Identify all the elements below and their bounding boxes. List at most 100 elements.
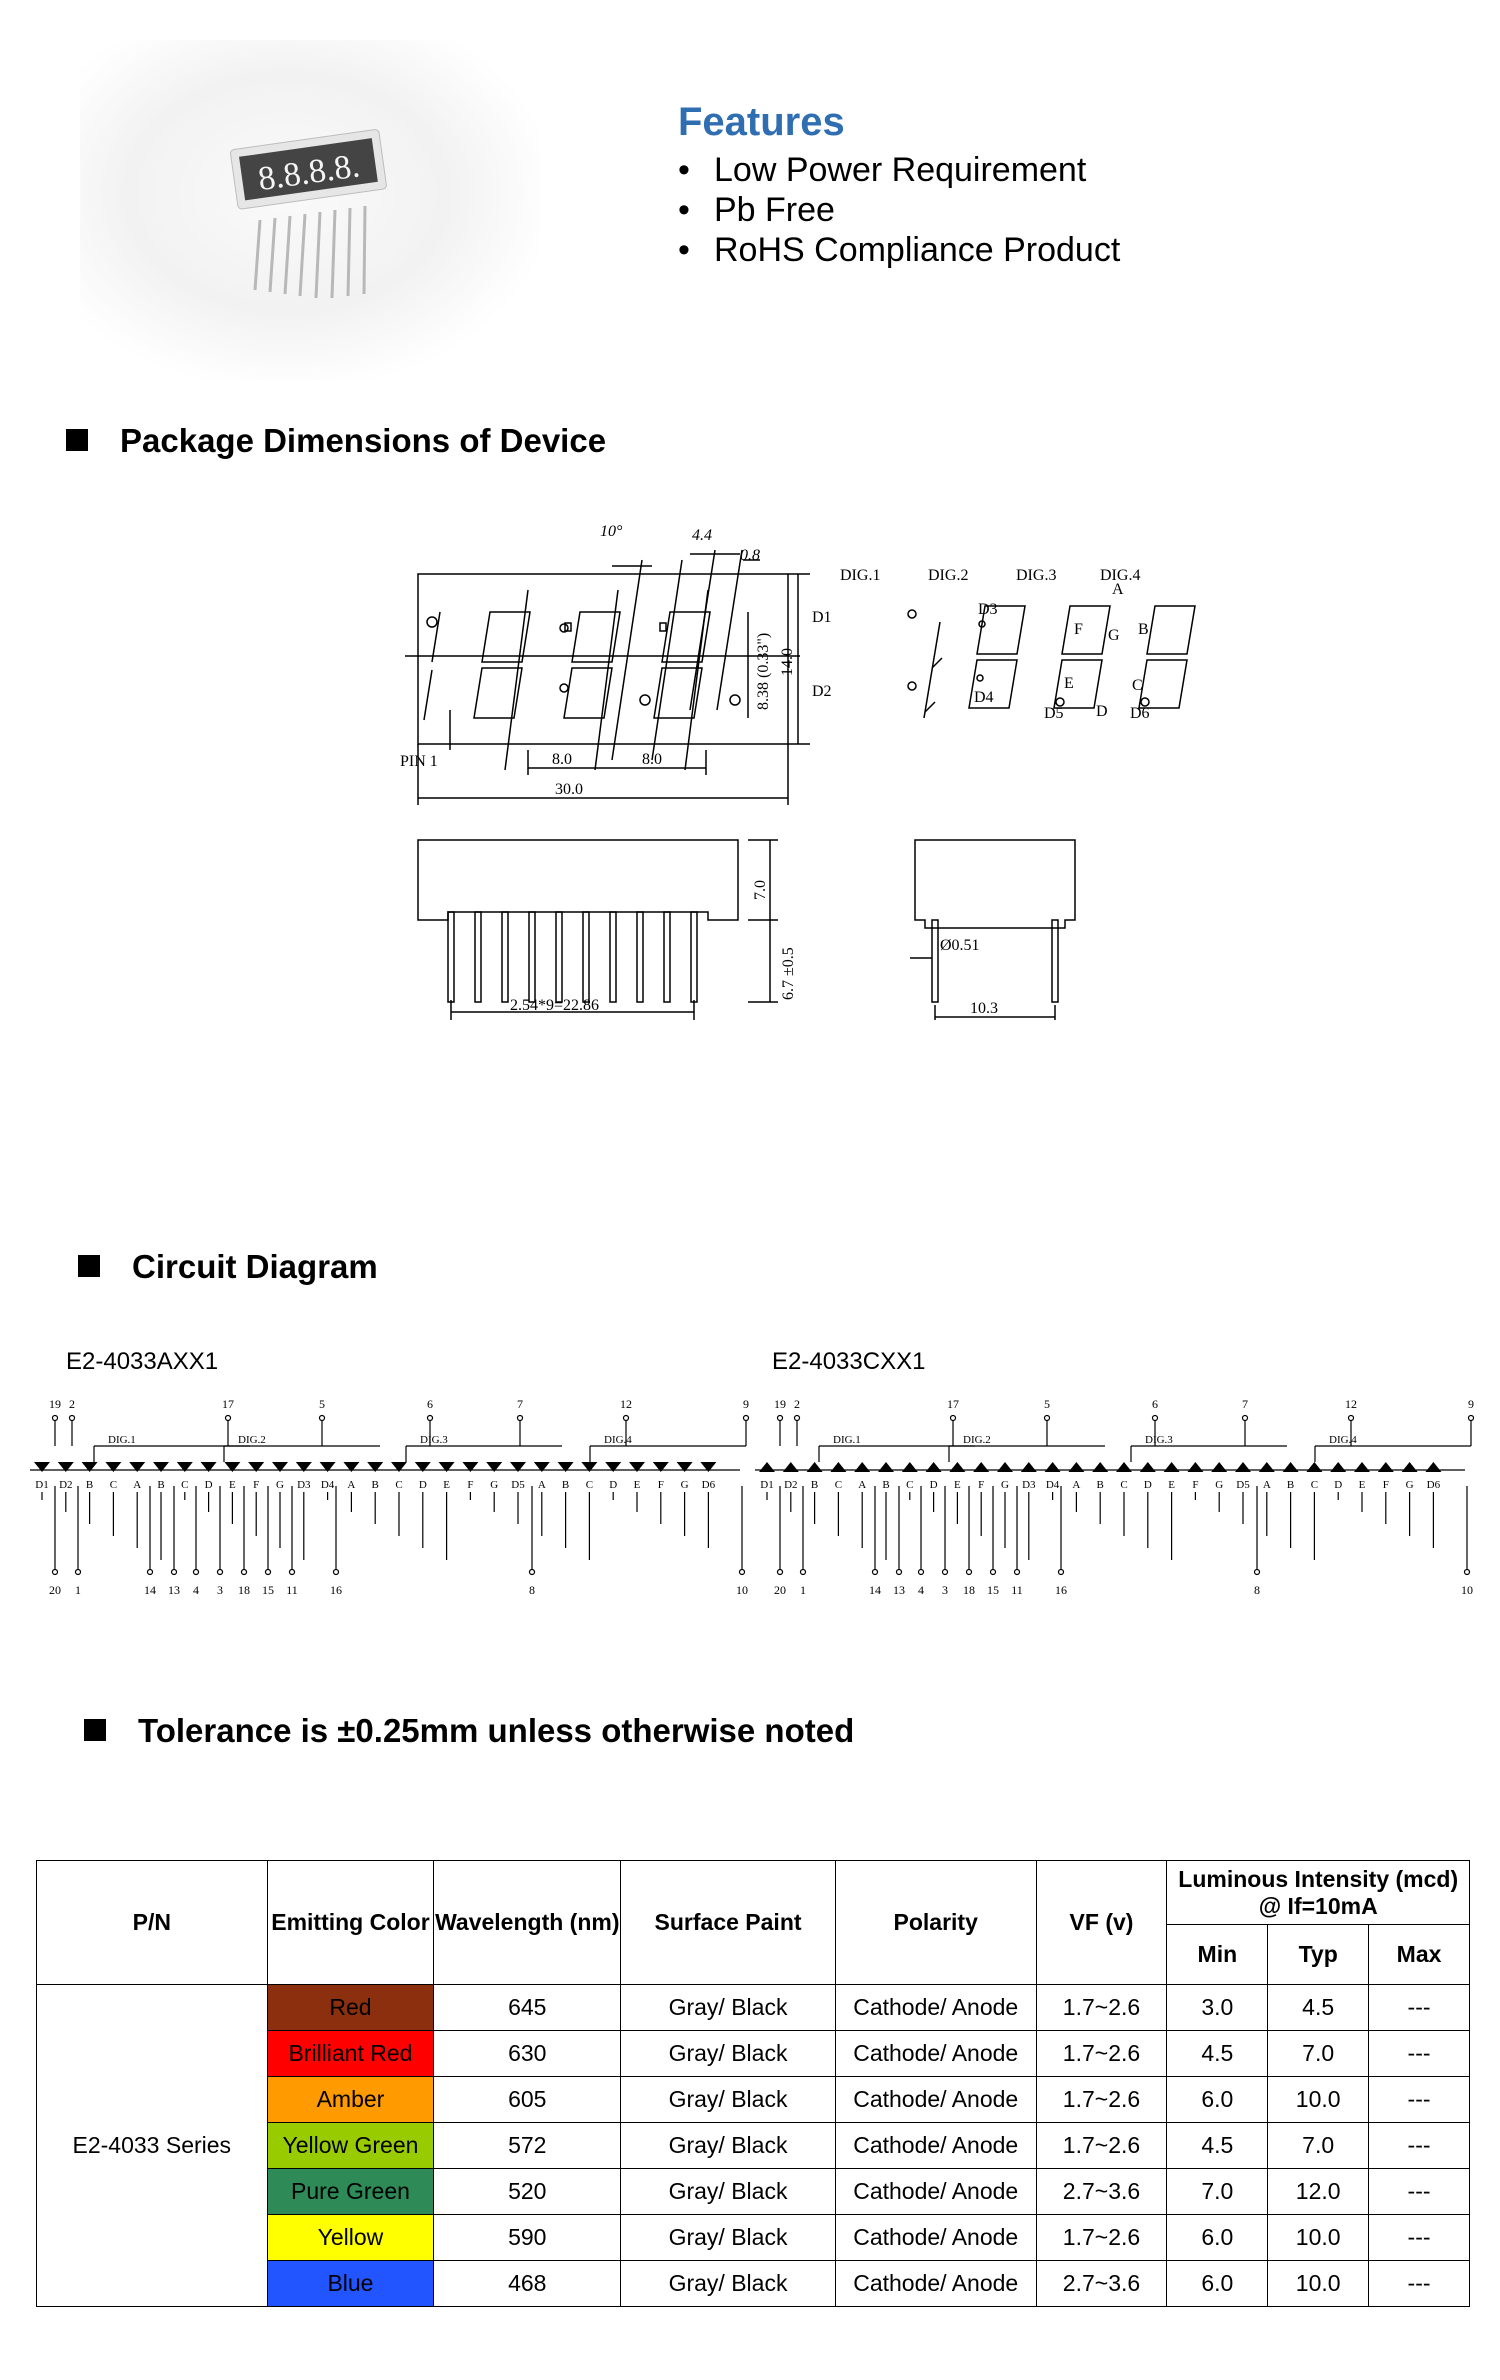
diode-symbol	[1401, 1462, 1418, 1472]
bullet-square-icon	[84, 1719, 106, 1742]
diode-symbol	[1330, 1462, 1347, 1472]
dig-label: DIG.1	[840, 567, 880, 584]
segment-label: D	[930, 1479, 938, 1491]
segment-label: C	[906, 1479, 913, 1491]
color-cell: Red	[266, 1984, 435, 2031]
bottom-pin-number: 8	[529, 1583, 535, 1597]
dim-30-0: 30.0	[555, 781, 583, 798]
header-typ: Typ	[1267, 1924, 1370, 1985]
segment-label: C	[181, 1479, 188, 1491]
spec-table: P/N Emitting Color Wavelength (nm) Surfa…	[36, 1860, 1470, 2307]
segment-label: C	[1311, 1479, 1318, 1491]
polarity-cell: Cathode/ Anode	[834, 2122, 1037, 2169]
bullet-square-icon	[78, 1255, 100, 1278]
diode-symbol	[438, 1462, 455, 1472]
seg-label: D6	[1130, 705, 1150, 722]
segment-label: A	[1263, 1479, 1271, 1491]
diode-symbol	[295, 1462, 312, 1472]
top-pin-number: 7	[1242, 1397, 1248, 1411]
segment-label: A	[133, 1479, 141, 1491]
circuit-right-part-number: E2-4033CXX1	[772, 1348, 926, 1375]
bottom-pin-number: 18	[963, 1583, 975, 1597]
diode-symbol	[973, 1462, 990, 1472]
bottom-pin-number: 10	[736, 1583, 748, 1597]
header-polarity: Polarity	[834, 1860, 1037, 1985]
segment-label: D1	[35, 1479, 48, 1491]
diode-symbol	[1306, 1462, 1323, 1472]
paint-cell: Gray/ Black	[620, 2214, 836, 2261]
segment-label: D4	[1046, 1479, 1060, 1491]
segment-label: G	[490, 1479, 498, 1491]
seg-label: F	[1074, 621, 1083, 638]
seg-label: D	[1096, 703, 1108, 720]
segment-label: E	[1359, 1479, 1366, 1491]
diode-symbol	[557, 1462, 574, 1472]
top-pin-number: 17	[222, 1397, 234, 1411]
wavelength-cell: 590	[433, 2214, 622, 2261]
segment-label: B	[811, 1479, 818, 1491]
package-dimensions-drawing: 10° 4.4 0.8 8.38 (0.33") 14.0 8.0 8.0 30…	[400, 523, 1196, 1020]
max-cell: ---	[1368, 1984, 1470, 2031]
segment-label: G	[276, 1479, 284, 1491]
diode-symbol	[176, 1462, 193, 1472]
color-cell: Yellow	[266, 2214, 435, 2261]
typ-cell: 4.5	[1267, 1984, 1370, 2031]
diode-symbol	[1044, 1462, 1061, 1472]
diode-symbol	[272, 1462, 288, 1472]
top-pin-number: 5	[1044, 1397, 1050, 1411]
diode-symbol	[1068, 1462, 1085, 1472]
vf-cell: 2.7~3.6	[1035, 2260, 1168, 2307]
diode-symbol	[343, 1462, 360, 1472]
segment-label: F	[253, 1479, 259, 1491]
segment-label: D6	[702, 1479, 716, 1491]
segment-label: F	[1192, 1479, 1198, 1491]
color-cell: Yellow Green	[266, 2122, 435, 2169]
max-cell: ---	[1368, 2030, 1470, 2077]
segment-label: F	[467, 1479, 473, 1491]
paint-cell: Gray/ Black	[620, 2168, 836, 2215]
diode-symbol	[1211, 1462, 1228, 1472]
typ-cell: 10.0	[1267, 2076, 1370, 2123]
vf-cell: 1.7~2.6	[1035, 1984, 1168, 2031]
diode-symbol	[830, 1462, 847, 1472]
feature-item: Pb Free	[678, 190, 1120, 230]
dig-label: DIG.4	[1329, 1434, 1357, 1446]
diode-symbol	[414, 1462, 431, 1472]
dig-label: DIG.3	[1145, 1434, 1173, 1446]
section-circuit-diagram: Circuit Diagram	[78, 1248, 378, 1286]
bottom-pin-number: 3	[217, 1583, 223, 1597]
paint-cell: Gray/ Black	[620, 2030, 836, 2077]
diode-symbol	[676, 1462, 693, 1472]
series-cell: E2-4033 Series	[36, 1984, 268, 2307]
bottom-pin-number: 14	[869, 1583, 881, 1597]
segment-label: E	[634, 1479, 641, 1491]
max-cell: ---	[1368, 2260, 1470, 2307]
segment-label: E	[229, 1479, 236, 1491]
segment-label: A	[858, 1479, 866, 1491]
display-photo-illustration: 8.8.8.8.	[230, 129, 387, 299]
segment-label: E	[1168, 1479, 1175, 1491]
min-cell: 4.5	[1166, 2030, 1269, 2077]
diode-symbol	[925, 1462, 942, 1472]
segment-label: B	[882, 1479, 889, 1491]
segment-label: F	[1383, 1479, 1389, 1491]
max-cell: ---	[1368, 2168, 1470, 2215]
section-package-dimensions: Package Dimensions of Device	[66, 422, 606, 460]
diode-symbol	[949, 1462, 966, 1472]
diode-symbol	[605, 1462, 622, 1472]
seg-label: D3	[978, 601, 998, 618]
segment-label: D3	[1022, 1479, 1036, 1491]
diode-symbol	[1354, 1462, 1370, 1472]
bottom-pin-number: 16	[1055, 1583, 1067, 1597]
segment-label: G	[681, 1479, 689, 1491]
color-cell: Blue	[266, 2260, 435, 2307]
bottom-pin-number: 13	[168, 1583, 180, 1597]
typ-cell: 7.0	[1267, 2030, 1370, 2077]
bottom-pin-number: 10	[1461, 1583, 1473, 1597]
dim-6-7: 6.7 ±0.5	[780, 947, 797, 1000]
wavelength-cell: 630	[433, 2030, 622, 2077]
header-vf: VF (v)	[1035, 1860, 1168, 1985]
